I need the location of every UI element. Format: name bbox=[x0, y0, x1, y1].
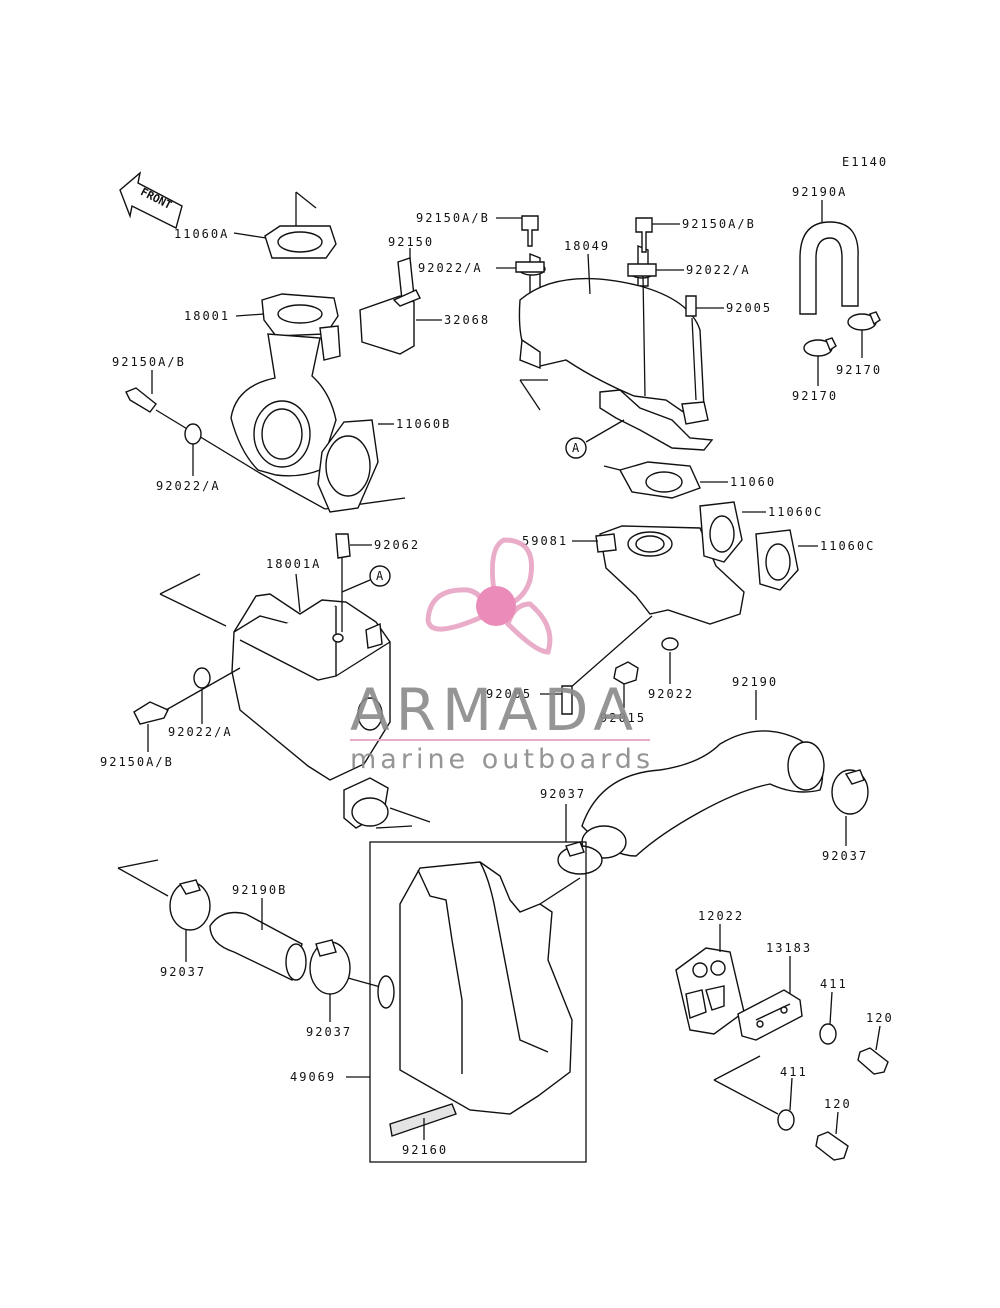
label-11060B: 11060B bbox=[396, 417, 451, 431]
label-92037-low: 92037 bbox=[306, 1025, 352, 1039]
watermark-brand: ARMADA bbox=[350, 676, 639, 744]
callout-a-lower: A bbox=[341, 565, 391, 593]
label-92150AB-mid: 92150A/B bbox=[416, 211, 490, 225]
label-92190B: 92190B bbox=[232, 883, 287, 897]
label-11060C-b: 11060C bbox=[820, 539, 875, 553]
clamp-92037-low bbox=[309, 939, 385, 995]
label-120-a: 120 bbox=[866, 1011, 894, 1025]
label-92062: 92062 bbox=[374, 538, 420, 552]
washer-411-b bbox=[777, 1109, 795, 1131]
front-arrow-icon: FRONT bbox=[119, 171, 183, 230]
bolt-92150AB-left bbox=[125, 387, 259, 473]
armada-watermark: ARMADA marine outboards bbox=[350, 537, 654, 775]
label-92005-top: 92005 bbox=[726, 301, 772, 315]
label-92037-right: 92037 bbox=[822, 849, 868, 863]
muffler-49069 bbox=[377, 861, 581, 1115]
bolt-92150AB-right bbox=[635, 217, 653, 253]
tube-92190 bbox=[581, 730, 825, 859]
label-59081: 59081 bbox=[522, 534, 568, 548]
svg-text:A: A bbox=[572, 441, 581, 455]
watermark-tagline: marine outboards bbox=[350, 744, 654, 775]
chamber-18001A bbox=[159, 573, 431, 829]
gasket-11060 bbox=[603, 461, 701, 499]
clamp-92037-mid bbox=[557, 841, 603, 875]
exhaust-pipe-18001 bbox=[230, 191, 406, 510]
label-92150: 92150 bbox=[388, 235, 434, 249]
pad-13183 bbox=[737, 989, 803, 1041]
label-32068: 32068 bbox=[444, 313, 490, 327]
washer-92022A-left bbox=[184, 423, 202, 445]
label-92160: 92160 bbox=[402, 1143, 448, 1157]
label-92037-left: 92037 bbox=[160, 965, 206, 979]
washer-92022 bbox=[661, 637, 679, 651]
label-49069: 49069 bbox=[290, 1070, 336, 1084]
label-11060A: 11060A bbox=[174, 227, 229, 241]
bracket-32068 bbox=[359, 257, 421, 355]
label-411-b: 411 bbox=[780, 1065, 808, 1079]
stud-92005-low bbox=[561, 685, 573, 715]
label-92170-b: 92170 bbox=[836, 363, 882, 377]
label-120-b: 120 bbox=[824, 1097, 852, 1111]
gasket-11060B bbox=[317, 419, 379, 513]
label-92022A-right: 92022/A bbox=[686, 263, 751, 277]
washer-411-a bbox=[819, 1023, 837, 1045]
leader-bracket-line bbox=[713, 1055, 761, 1081]
label-92170-a: 92170 bbox=[792, 389, 838, 403]
label-11060: 11060 bbox=[730, 475, 776, 489]
clamp-92037-left bbox=[117, 859, 211, 931]
label-92022A-left: 92022/A bbox=[156, 479, 221, 493]
clamp-92037-right bbox=[831, 769, 869, 815]
propeller-logo-icon bbox=[425, 537, 553, 655]
svg-text:A: A bbox=[376, 569, 385, 583]
washer-92022A-mid bbox=[515, 261, 545, 273]
label-92190: 92190 bbox=[732, 675, 778, 689]
label-strip-92160 bbox=[389, 1103, 457, 1137]
exhaust-manifold-18049 bbox=[518, 244, 714, 451]
label-12022: 12022 bbox=[698, 909, 744, 923]
label-411-a: 411 bbox=[820, 977, 848, 991]
label-92005-low: 92005 bbox=[486, 687, 532, 701]
bolt-92150AB-low bbox=[133, 667, 241, 725]
bolt-92150AB-mid bbox=[521, 215, 539, 247]
hose-92190B bbox=[209, 911, 307, 981]
label-92022A-low: 92022/A bbox=[168, 725, 233, 739]
muffler-group-frame bbox=[369, 841, 587, 1163]
label-92037-mid: 92037 bbox=[540, 787, 586, 801]
label-13183: 13183 bbox=[766, 941, 812, 955]
gasket-11060C-a bbox=[699, 501, 743, 563]
washer-92022A-low bbox=[193, 667, 211, 689]
label-92150AB-low: 92150A/B bbox=[100, 755, 174, 769]
washer-92022A-right bbox=[627, 263, 657, 277]
nut-92015 bbox=[613, 661, 639, 685]
clamp-92170-a bbox=[803, 337, 837, 357]
label-92022A-mid: 92022/A bbox=[418, 261, 483, 275]
label-18049: 18049 bbox=[564, 239, 610, 253]
hose-92190A bbox=[799, 221, 859, 315]
gasket-11060C-b bbox=[755, 529, 799, 591]
label-11060C-a: 11060C bbox=[768, 505, 823, 519]
label-18001A: 18001A bbox=[266, 557, 321, 571]
label-92022: 92022 bbox=[648, 687, 694, 701]
label-18001: 18001 bbox=[184, 309, 230, 323]
label-92150AB-left: 92150A/B bbox=[112, 355, 186, 369]
label-92015: 92015 bbox=[600, 711, 646, 725]
label-92150AB-right: 92150A/B bbox=[682, 217, 756, 231]
leader-lines bbox=[147, 200, 881, 1140]
bolt-120-b bbox=[815, 1131, 849, 1161]
diagram-code: E1140 bbox=[842, 155, 888, 169]
clamp-92170-b bbox=[847, 311, 881, 331]
fitting-92062 bbox=[335, 533, 351, 632]
callout-a-upper: A bbox=[565, 419, 625, 459]
plate-12022 bbox=[675, 947, 745, 1035]
label-92190A: 92190A bbox=[792, 185, 847, 199]
bolt-120-a bbox=[857, 1047, 889, 1075]
